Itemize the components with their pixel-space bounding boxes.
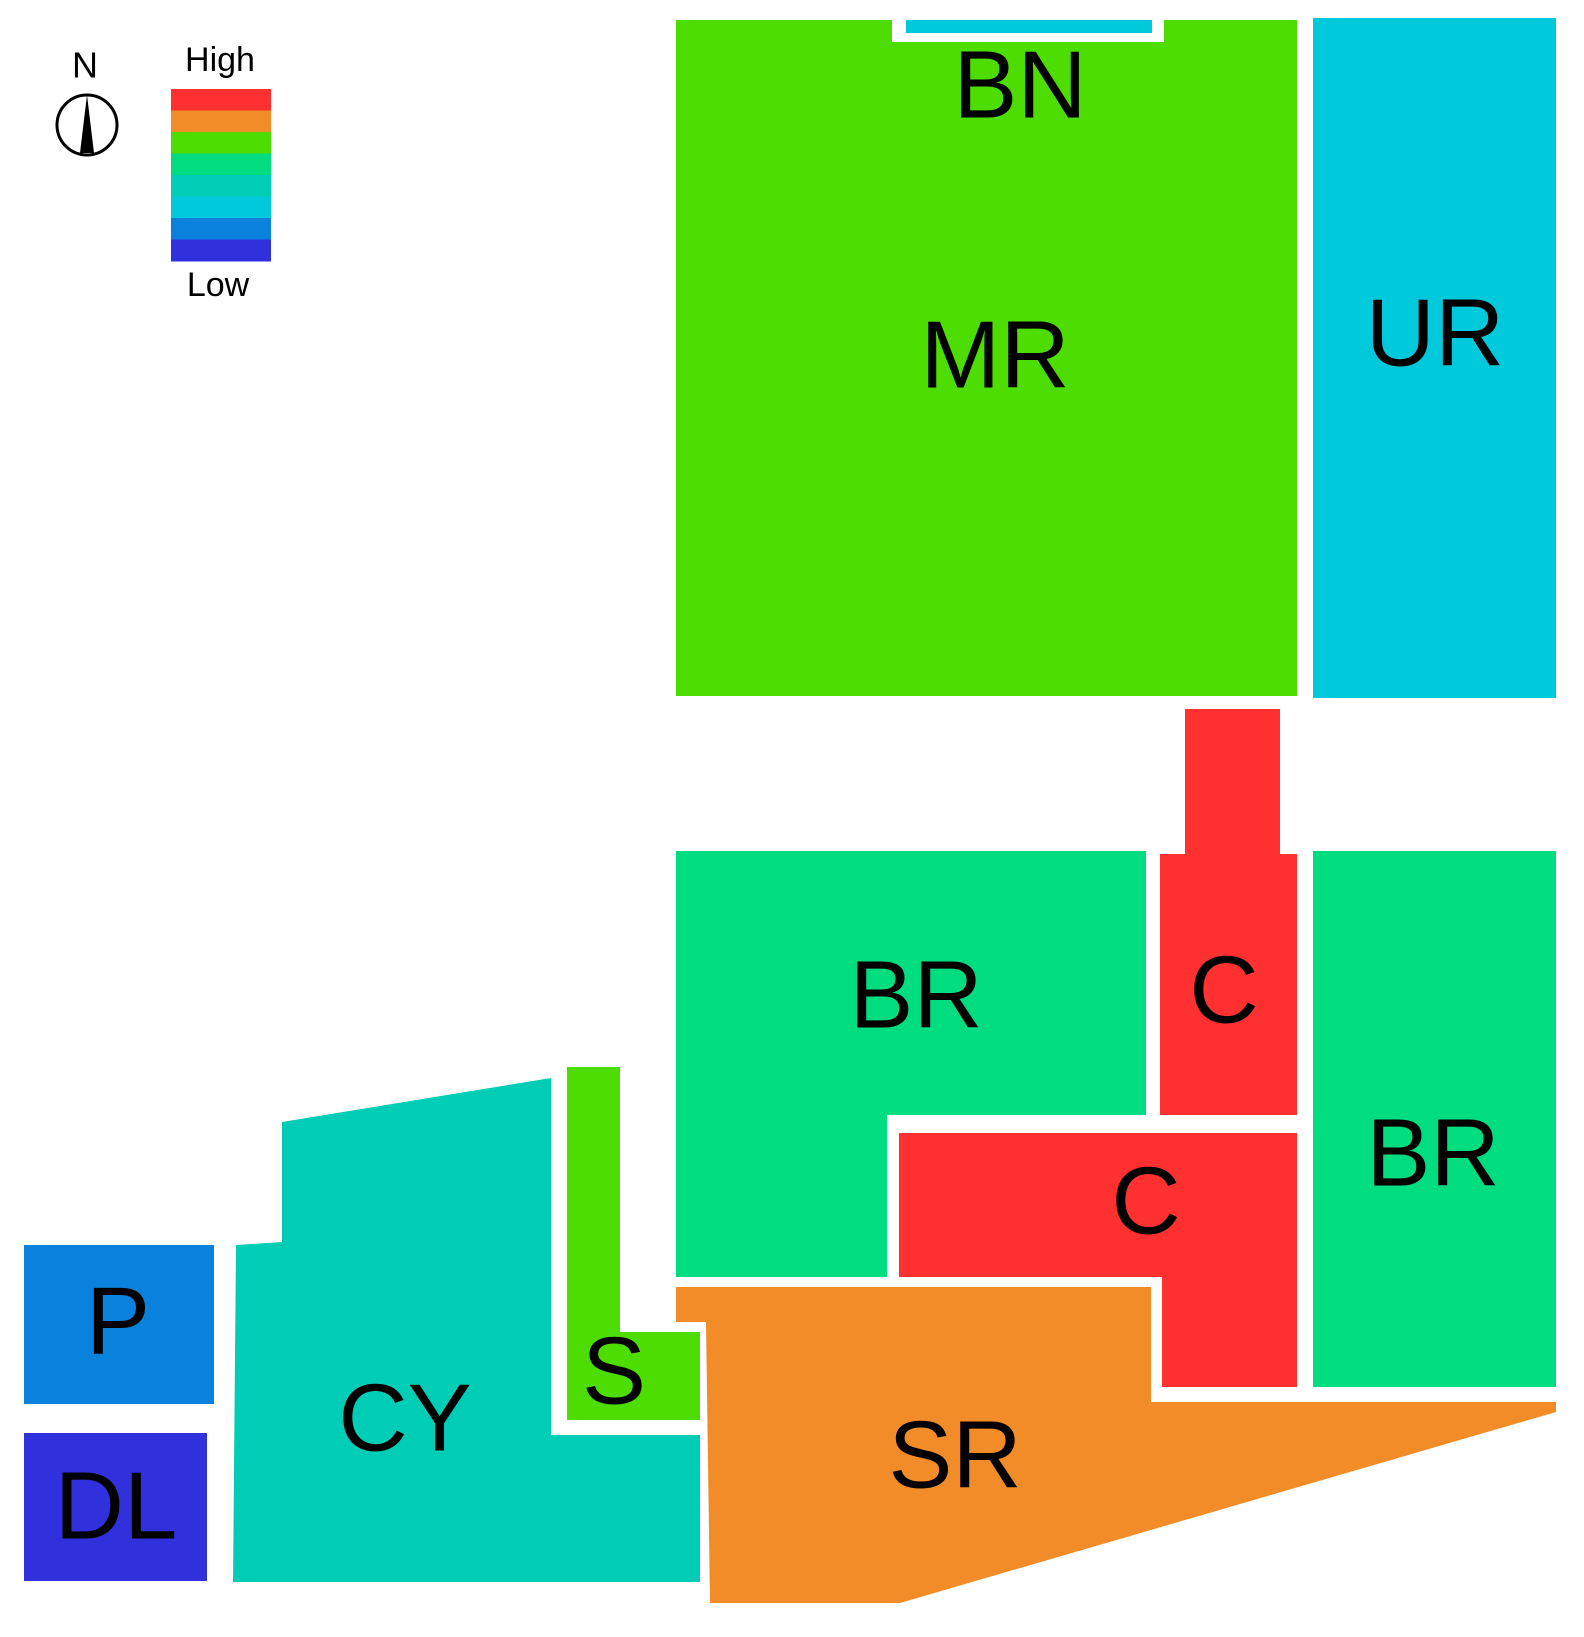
zone-sr: SR: [676, 1287, 1556, 1603]
legend-high-label: High: [185, 41, 255, 79]
legend-swatch: [171, 110, 271, 133]
zone-br-center-label: BR: [849, 941, 982, 1048]
zone-c-upper-area: [1160, 709, 1297, 1115]
zone-ur-area: [1313, 18, 1556, 698]
zone-c-upper: C: [1160, 709, 1297, 1115]
zone-mr: MR: [676, 20, 1297, 696]
zone-br-right-label: BR: [1366, 1099, 1499, 1206]
north-label: N: [72, 45, 98, 86]
zone-cy-label: CY: [338, 1364, 471, 1471]
zone-ur-label: UR: [1366, 279, 1505, 386]
legend-scale-bar: [171, 89, 271, 262]
legend-swatch: [171, 153, 271, 176]
zone-ur: UR: [1313, 18, 1556, 698]
zone-c-lower-label: C: [1111, 1147, 1180, 1254]
zone-s-label: S: [582, 1317, 646, 1424]
zone-c-upper-label: C: [1189, 936, 1258, 1043]
zone-dl-label: DL: [55, 1452, 178, 1559]
legend-swatch: [171, 218, 271, 240]
zone-p: P: [24, 1245, 214, 1404]
legend-swatch: [171, 175, 271, 197]
zone-s-area: [567, 1067, 700, 1420]
zone-mr-area: [676, 20, 1297, 696]
color-legend: High Low: [171, 41, 271, 304]
zone-dl-area: [24, 1433, 207, 1581]
zone-sr-area: [676, 1287, 1556, 1603]
zone-c-lower-area: [899, 1133, 1297, 1387]
legend-swatch: [171, 89, 271, 111]
zone-bn-area: [906, 20, 1152, 33]
legend-low-label: Low: [187, 266, 250, 304]
legend-swatch: [171, 132, 271, 154]
compass-needle-icon: [80, 95, 94, 153]
north-arrow: N: [55, 45, 119, 157]
zone-s: S: [567, 1067, 700, 1424]
zone-c-lower: C: [899, 1133, 1297, 1387]
zone-cy-area: [233, 1078, 700, 1582]
zone-p-area: [24, 1245, 214, 1404]
zone-br-right-area: [1313, 851, 1556, 1387]
zone-bn: BN: [906, 20, 1152, 138]
zone-sr-label: SR: [888, 1401, 1021, 1508]
legend-swatch: [171, 239, 271, 262]
legend-swatch: [171, 196, 271, 219]
zone-p-label: P: [86, 1267, 150, 1374]
zone-br-right: BR: [1313, 851, 1556, 1387]
zone-br-center-area: [676, 851, 1146, 1277]
zone-bn-label: BN: [953, 31, 1086, 138]
zone-cy: CY: [233, 1078, 700, 1582]
zone-mr-label: MR: [920, 301, 1069, 408]
zone-dl: DL: [24, 1433, 207, 1581]
zone-br-center: BR: [676, 851, 1146, 1277]
